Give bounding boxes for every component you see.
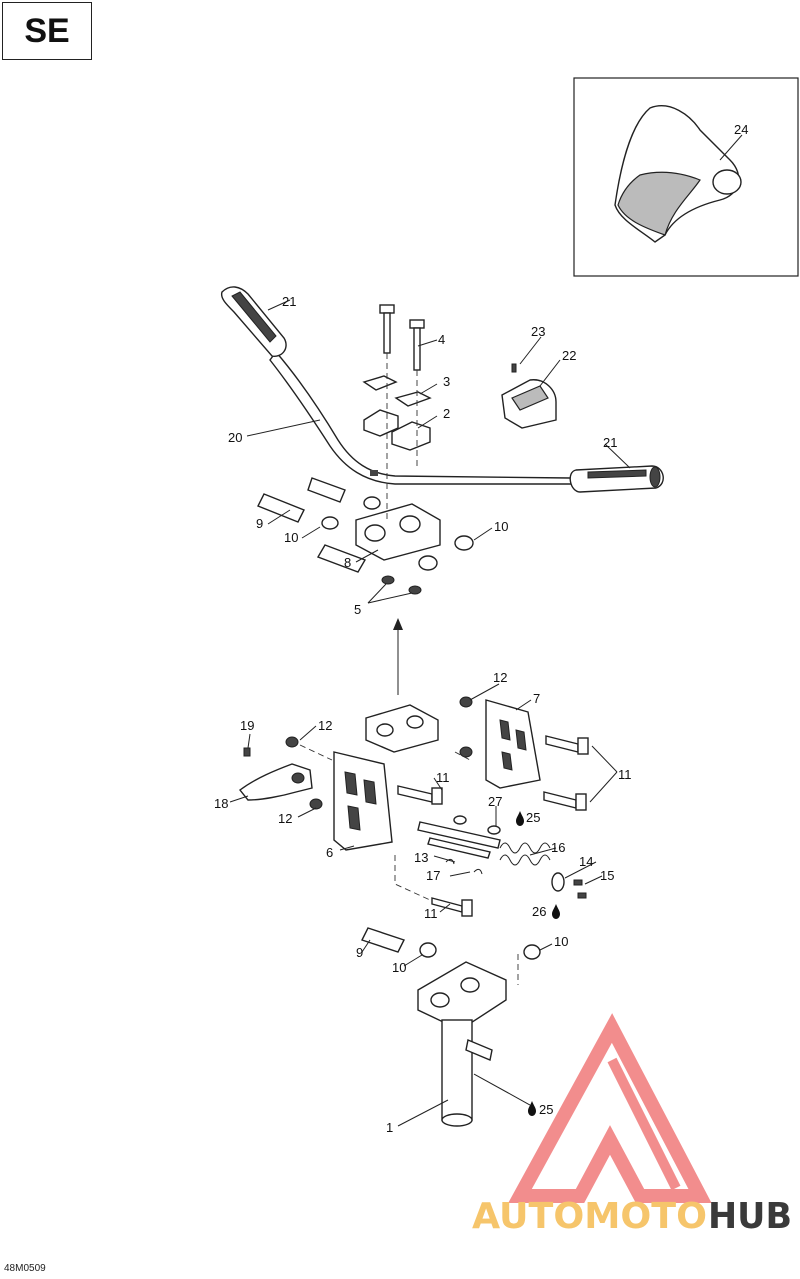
section-label: SE	[24, 11, 70, 50]
callout-24: 24	[734, 122, 748, 137]
part-21-grip-left	[220, 286, 287, 357]
section-label-box: SE	[2, 2, 92, 60]
drop-icon-25-lower	[528, 1101, 536, 1116]
callout-11-right: 11	[618, 767, 632, 782]
inset-frame	[573, 77, 799, 277]
part-10-bushings	[321, 496, 474, 571]
callout-10-upper-left: 10	[284, 530, 298, 545]
callout-14: 14	[579, 854, 593, 869]
callout-26: 26	[532, 904, 546, 919]
part-19-screw	[243, 747, 251, 757]
drop-icon-26	[552, 904, 560, 919]
part-27-washers	[453, 815, 501, 835]
callout-18: 18	[214, 796, 228, 811]
callout-15: 15	[600, 868, 614, 883]
callout-12-top: 12	[493, 670, 507, 685]
part-9-lower-pin	[361, 927, 405, 953]
callout-11-middle: 11	[436, 770, 450, 785]
callout-1: 1	[386, 1120, 393, 1135]
part-3-plates	[362, 375, 432, 407]
callout-5: 5	[354, 602, 361, 617]
callout-9-upper: 9	[256, 516, 263, 531]
callout-27: 27	[488, 794, 502, 809]
callout-3: 3	[443, 374, 450, 389]
callout-8: 8	[344, 555, 351, 570]
callout-4: 4	[438, 332, 445, 347]
part-20-handlebar	[269, 350, 573, 485]
part-14-clip	[551, 872, 565, 892]
callout-7: 7	[533, 691, 540, 706]
middle-block-ghost	[365, 704, 439, 753]
callout-23: 23	[531, 324, 545, 339]
watermark-word-a: AUTOMOTO	[472, 1196, 707, 1237]
callout-22: 22	[562, 348, 576, 363]
callout-11-lower: 11	[424, 906, 438, 921]
part-16-spring	[499, 842, 551, 866]
part-13-rod	[417, 821, 501, 859]
part-17-clips	[445, 858, 483, 875]
callout-10-upper-right: 10	[494, 519, 508, 534]
callout-10-lower-left: 10	[392, 960, 406, 975]
callout-12-left: 12	[318, 718, 332, 733]
part-23-screw	[511, 363, 517, 373]
part-24-cover	[614, 105, 742, 243]
watermark-logo	[508, 1013, 712, 1203]
callout-6: 6	[326, 845, 333, 860]
callout-25-upper: 25	[526, 810, 540, 825]
callout-19: 19	[240, 718, 254, 733]
callout-25-lower: 25	[539, 1102, 553, 1117]
part-22-cover	[501, 379, 557, 429]
part-21-grip-right	[569, 465, 664, 493]
watermark-word-b: HUB	[708, 1196, 792, 1237]
part-1-steering-column	[417, 961, 507, 1127]
part-2-clamps	[363, 409, 431, 451]
callout-12-lower: 12	[278, 811, 292, 826]
part-10-lower-bushings	[419, 942, 541, 960]
part-11-bolts	[397, 735, 589, 917]
callout-16: 16	[551, 840, 565, 855]
drawing-code: 48M0509	[4, 1263, 46, 1274]
part-18-lever	[239, 763, 313, 801]
part-4-bolts	[379, 304, 425, 371]
callout-2: 2	[443, 406, 450, 421]
leader-lines	[229, 299, 631, 1127]
callout-10-lower-right: 10	[554, 934, 568, 949]
callout-9-lower: 9	[356, 945, 363, 960]
callout-21-left: 21	[282, 294, 296, 309]
part-9-pins	[257, 477, 367, 573]
callout-20: 20	[228, 430, 242, 445]
part-8-riser-block	[355, 503, 441, 561]
callout-21-right: 21	[603, 435, 617, 450]
part-5-nuts	[381, 575, 422, 595]
part-12-washers	[285, 696, 473, 810]
part-6-bracket	[333, 751, 393, 851]
callout-13: 13	[414, 850, 428, 865]
callout-17: 17	[426, 868, 440, 883]
part-7-bracket	[485, 699, 541, 789]
drop-icon-25-upper	[516, 811, 524, 826]
part-15-screws	[573, 879, 587, 899]
